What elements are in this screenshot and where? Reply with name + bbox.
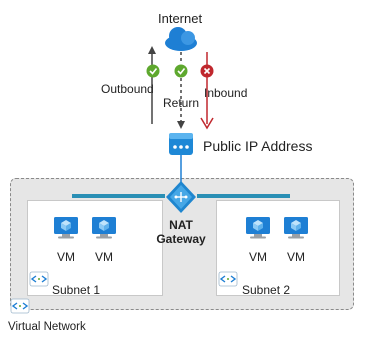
virtual-network-label: Virtual Network [8, 321, 86, 333]
subnet-2-label: Subnet 2 [242, 283, 291, 297]
subnet-icon [218, 271, 238, 287]
subnet-1-box [27, 200, 163, 296]
public-ip-label: Public IP Address [203, 138, 313, 154]
x-circle-icon [200, 64, 214, 78]
subnet-icon [29, 271, 49, 287]
vm-label: VM [57, 250, 75, 264]
subnet-1-label: Subnet 1 [52, 283, 101, 297]
virtual-network-icon [10, 298, 30, 314]
check-circle-icon [174, 64, 188, 78]
internet-label: Internet [158, 11, 203, 26]
public-ip-icon [169, 133, 193, 155]
vm-monitor-icon [246, 217, 270, 239]
inbound-label: Inbound [204, 86, 248, 100]
vm-label: VM [95, 250, 113, 264]
outbound-arrow [148, 46, 156, 124]
return-label: Return [163, 96, 200, 110]
cloud-icon [165, 27, 197, 51]
vm-label: VM [249, 250, 267, 264]
outbound-label: Outbound [101, 82, 154, 96]
vm-label: VM [287, 250, 305, 264]
vm-monitor-icon [54, 217, 78, 239]
vm-monitor-icon [284, 217, 308, 239]
nat-label-line2: Gateway [156, 232, 206, 246]
return-arrow [177, 52, 185, 129]
nat-gateway-label: NAT Gateway [151, 218, 211, 246]
inbound-arrow [200, 52, 214, 130]
nat-label-line1: NAT [169, 218, 193, 232]
check-circle-icon [146, 64, 160, 78]
nat-gateway-icon [166, 181, 196, 213]
vm-monitor-icon [92, 217, 116, 239]
